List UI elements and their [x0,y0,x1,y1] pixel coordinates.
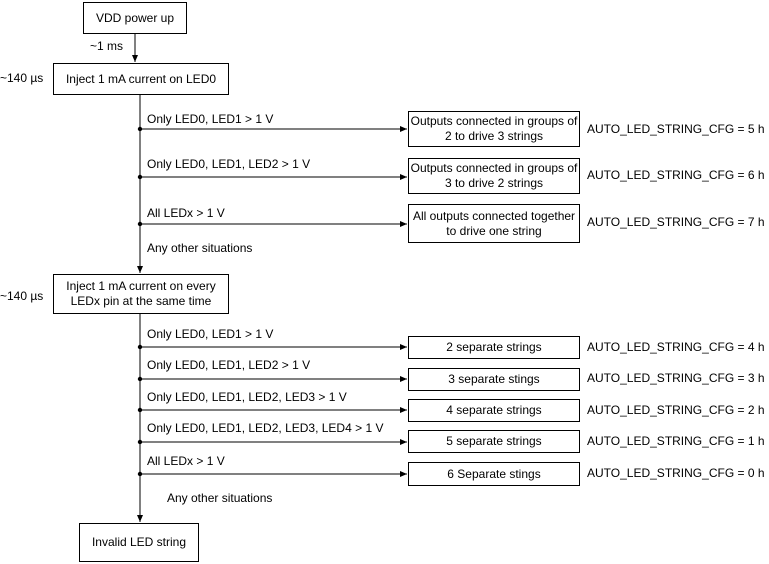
inject-every-label: Inject 1 mA current on every LEDx pin at… [66,279,216,308]
config-label: AUTO_LED_STRING_CFG = 4 h [587,340,765,354]
outcome-label: 6 Separate stings [447,466,541,481]
outcome-box: 4 separate strings [408,399,580,422]
outcome-label: All outputs connected together to drive … [412,208,576,238]
otherwise-label: Any other situations [147,241,253,255]
config-label: AUTO_LED_STRING_CFG = 5 h [587,122,765,136]
outcome-label: 3 separate stings [448,372,540,386]
power-up-label: VDD power up [95,10,175,25]
config-label: AUTO_LED_STRING_CFG = 1 h [587,434,765,448]
config-label: AUTO_LED_STRING_CFG = 0 h [587,466,765,480]
inject-every-box: Inject 1 mA current on every LEDx pin at… [53,274,229,314]
condition-label: Only LED0, LED1, LED2, LED3 > 1 V [147,390,347,404]
invalid-string-label: Invalid LED string [91,535,187,549]
outcome-box: 5 separate strings [408,430,580,453]
condition-label: Only LED0, LED1, LED2 > 1 V [147,157,311,171]
outcome-box: 3 separate stings [408,368,580,391]
config-label: AUTO_LED_STRING_CFG = 7 h [587,215,765,229]
condition-label: Only LED0, LED1, LED2, LED3, LED4 > 1 V [147,421,384,435]
inject-led0-label: Inject 1 mA current on LED0 [65,71,217,86]
config-label: AUTO_LED_STRING_CFG = 6 h [587,168,765,182]
time-label-2: ~140 µs [0,289,44,303]
outcome-box: Outputs connected in groups of 3 to driv… [408,158,580,194]
outcome-box: 6 Separate stings [408,462,580,486]
config-label: AUTO_LED_STRING_CFG = 2 h [587,403,765,417]
outcome-box: Outputs connected in groups of 2 to driv… [408,111,580,147]
condition-label: All LEDx > 1 V [147,454,225,468]
condition-label: Only LED0, LED1 > 1 V [147,327,274,341]
outcome-label: 2 separate strings [446,340,542,354]
outcome-label: 4 separate strings [446,403,542,417]
condition-label: Only LED0, LED1, LED2 > 1 V [147,358,311,372]
delay-label: ~1 ms [90,39,124,53]
outcome-label: 5 separate strings [446,434,542,448]
condition-label: Only LED0, LED1 > 1 V [147,112,274,126]
condition-label: All LEDx > 1 V [147,206,225,220]
outcome-label: Outputs connected in groups of 2 to driv… [410,114,578,143]
outcome-label: Outputs connected in groups of 3 to driv… [410,161,578,190]
outcome-box: All outputs connected together to drive … [408,204,580,243]
otherwise-label: Any other situations [167,491,273,505]
inject-led0-box: Inject 1 mA current on LED0 [53,63,229,95]
power-up-box: VDD power up [83,2,187,34]
config-label: AUTO_LED_STRING_CFG = 3 h [587,371,765,385]
time-label-1: ~140 µs [0,71,44,85]
invalid-string-box: Invalid LED string [79,523,199,562]
outcome-box: 2 separate strings [408,336,580,359]
